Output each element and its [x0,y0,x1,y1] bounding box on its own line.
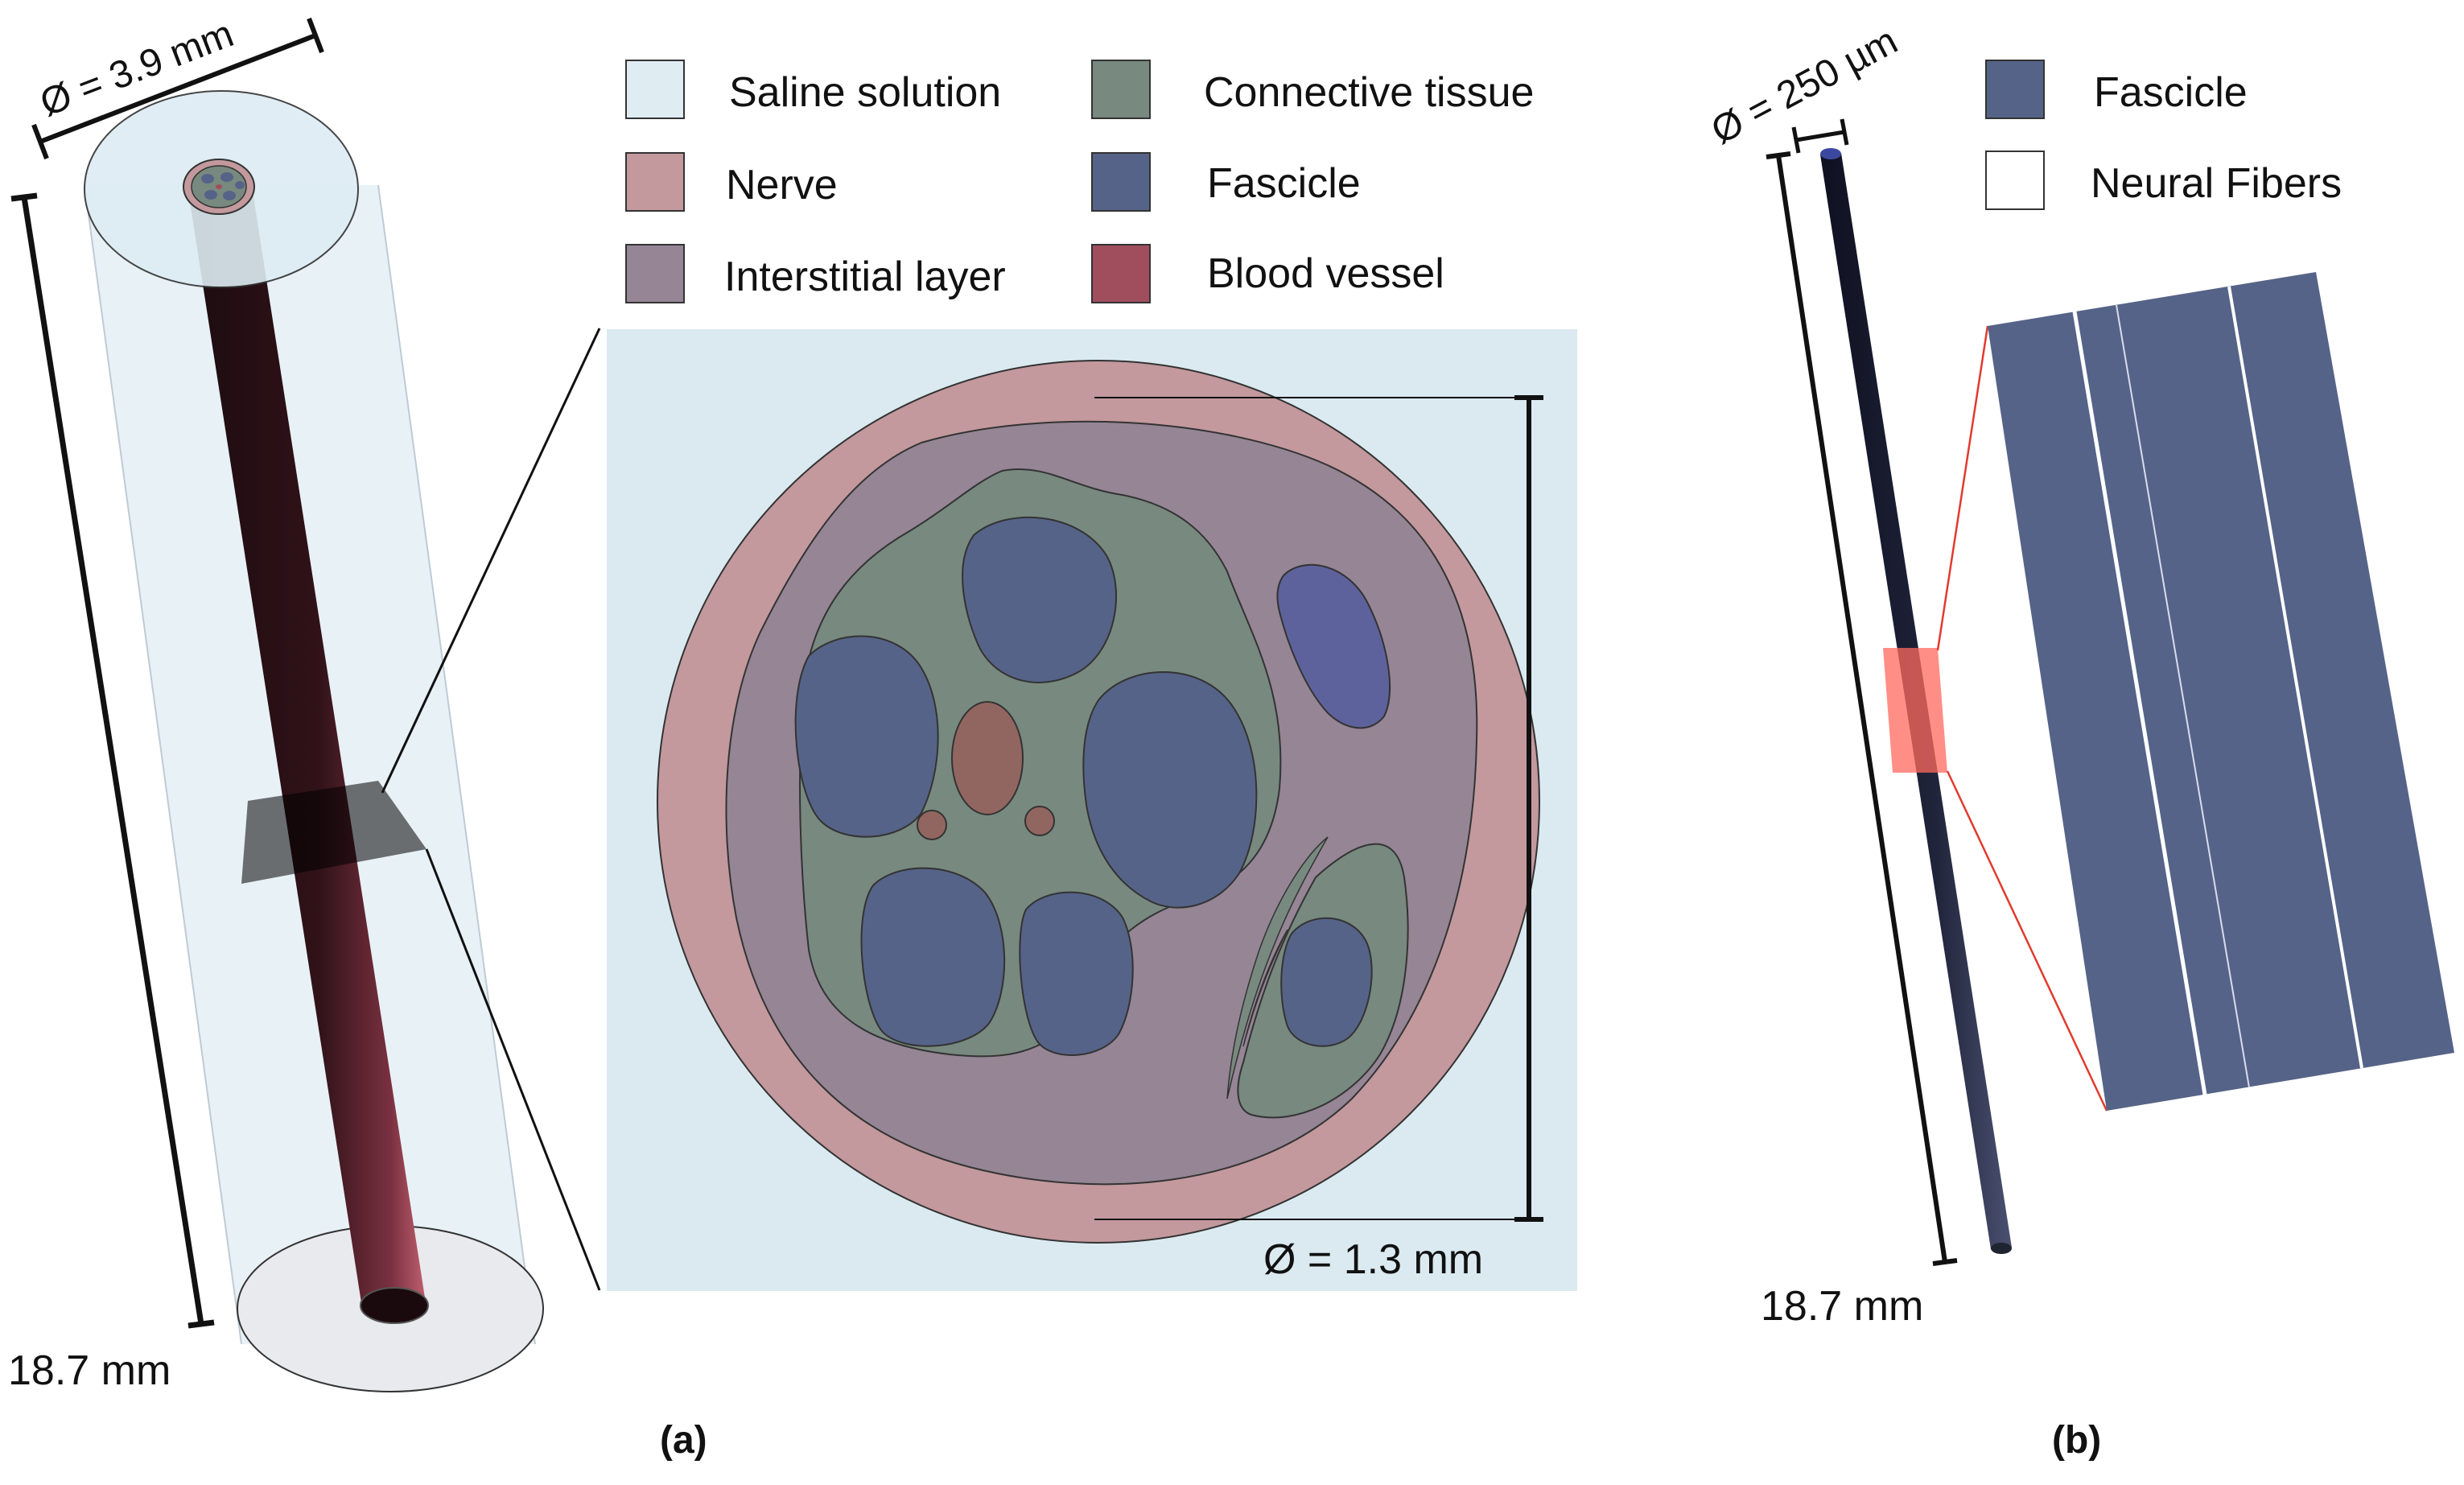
section-plane [241,781,426,884]
highlight-region [1883,648,1947,773]
legend-swatch [1985,60,2045,119]
fascicle-diameter-dimension [1791,118,1849,154]
top-diameter-dimension [31,17,324,160]
fascicle-diameter-label: Ø = 250 µm [1704,19,1904,153]
fascicle [1019,891,1134,1056]
length-label-a: 18.7 mm [8,1347,171,1394]
blood-vessel [951,701,1024,815]
legend-item-saline-solution: Saline solution [625,60,1001,119]
legend-item-blood-vessel: Blood vessel [1091,244,1444,303]
legend-swatch [1091,152,1151,212]
legend-label: Interstitial layer [724,254,1006,300]
legend-swatch [625,152,685,212]
legend-item-fascicle: Fascicle [1091,152,1361,212]
length-label-b: 18.7 mm [1761,1283,1923,1330]
length-dimension-a [10,192,215,1329]
fascicle [860,867,1006,1047]
legend-label: Saline solution [729,69,1001,116]
legend-item-connective-tissue: Connective tissue [1091,60,1534,119]
neural-fiber [2116,304,2250,1088]
neural-fiber [2227,286,2363,1069]
legend-label: Fascicle [1207,160,1361,207]
nerve-rod [187,181,426,1308]
legend-swatch [625,244,685,303]
connective-strand [1226,836,1329,1099]
legend-swatch [625,60,685,119]
detail-diameter-label: Ø = 1.3 mm [1263,1236,1483,1283]
connective-strand [1242,929,1288,1047]
legend-item-neural-fibers: Neural Fibers [1985,151,2342,210]
detail-diameter-dimension [1094,395,1543,1222]
neural-fiber [2072,311,2207,1095]
fascicle [1276,563,1391,729]
fascicle [794,635,939,838]
zoomed-fascicle [1988,272,2454,1111]
length-dimension-b [1766,151,1958,1266]
panel-a-cylinder: Ø = 3.9 mm 18.7 mm [8,12,601,1394]
legend-label: Fascicle [2094,69,2248,116]
blood-vessel [1024,806,1055,836]
fascicle [1082,671,1258,909]
legend-label: Connective tissue [1204,69,1534,116]
legend-b: Fascicle Neural Fibers [1985,60,2342,210]
legend-label: Nerve [726,162,838,208]
blood-vessel [917,810,947,840]
legend-label: Neural Fibers [2091,160,2342,207]
legend-label: Blood vessel [1207,250,1444,297]
caption-a: (a) [660,1419,707,1462]
legend-item-nerve: Nerve [625,152,838,212]
caption-b: (b) [2052,1419,2101,1462]
legend-item-fascicle-b: Fascicle [1985,60,2248,119]
legend-swatch [1091,60,1151,119]
panel-b-fascicle: Ø = 250 µm 18.7 mm [1704,19,2454,1330]
fascicle [962,516,1117,683]
fascicle [1280,917,1373,1047]
legend-item-interstitial-layer: Interstitial layer [625,244,1006,303]
legend-swatch [1985,151,2045,210]
legend-a: Saline solution Nerve Interstitial layer… [625,60,1534,303]
cross-section-detail: Ø = 1.3 mm [607,329,1577,1291]
legend-swatch [1091,244,1151,303]
